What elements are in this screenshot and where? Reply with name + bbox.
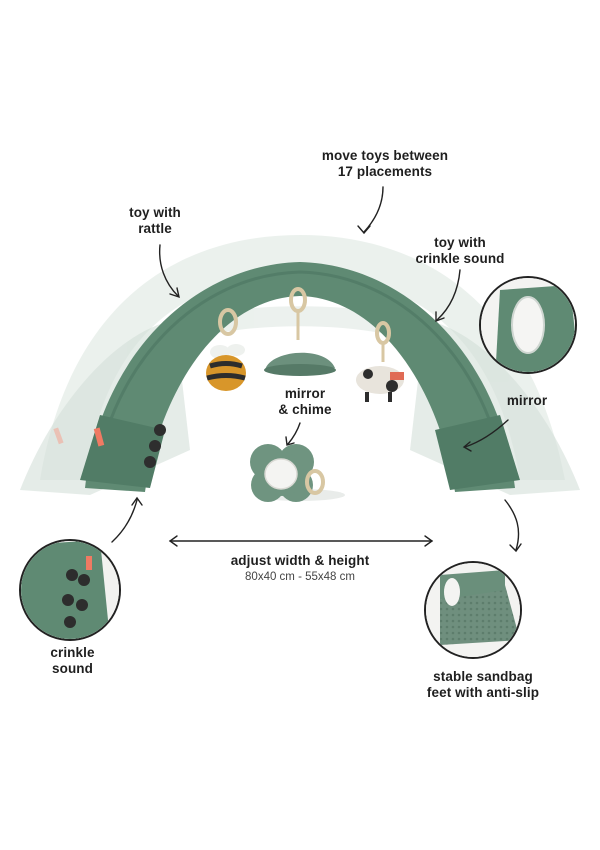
label-toy-rattle: toy with rattle [129,205,181,236]
flower-mirror-toy [250,444,345,502]
label-move-toys: move toys between 17 placements [321,148,449,179]
arrow-toy-crinkle [436,269,461,321]
label-sandbag-feet: stable sandbag feet with anti-slip [426,669,540,700]
hanging-toys [206,287,404,402]
label-adjust: adjust width & height [230,553,370,568]
chime-toy [264,352,336,376]
arrow-toy-rattle [158,244,179,297]
arrow-move-toys [363,186,384,233]
arrow-mirror [464,419,509,448]
arrow-sandbag [504,499,520,551]
label-mirror-chime: mirror & chime [278,386,332,417]
label-toy-crinkle: toy with crinkle sound [415,235,505,266]
crinkle-detail-circle [19,539,121,641]
ghost-arch-back [40,235,565,480]
callout-arrows [111,186,522,553]
mirror-detail-circle [479,276,577,374]
label-mirror: mirror [506,393,548,408]
bee-rattle-toy [206,344,246,391]
arrow-crinkle [111,499,138,543]
arrow-mirror-chime [287,422,301,445]
label-adjust-dimensions: 80x40 cm - 55x48 cm [245,571,355,583]
main-arch [53,262,520,492]
cow-crinkle-toy [356,366,404,402]
sandbag-detail-circle [424,561,522,659]
label-crinkle-sound: crinkle sound [50,645,95,676]
